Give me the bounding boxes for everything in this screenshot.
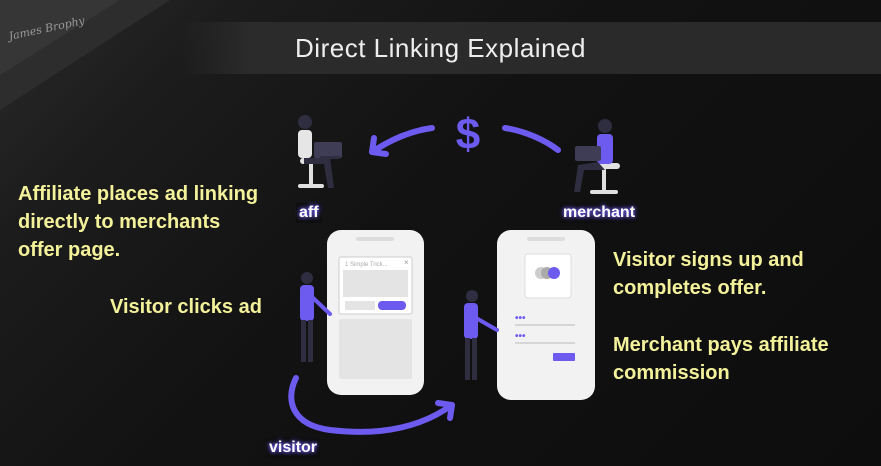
affiliate-caption: Affiliate places ad linking directly to … — [18, 180, 258, 264]
page-title: Direct Linking Explained — [295, 33, 586, 63]
left-phone-icon — [327, 230, 424, 395]
signs-up-caption-line-2: completes offer. — [613, 277, 767, 299]
affiliate-person-icon — [298, 115, 342, 188]
visitor-clicks-caption: Visitor clicks ad — [110, 296, 262, 318]
payment-arrow — [369, 125, 561, 157]
visitor-person-icon — [300, 272, 332, 362]
dollar-icon: $ — [456, 110, 480, 159]
merchant-person-icon — [574, 119, 620, 194]
merchant-label: merchant — [560, 203, 639, 223]
affiliate-caption-line-2: directly to merchants — [18, 211, 221, 233]
corner-stripe-decoration — [0, 0, 170, 110]
signs-up-caption-line-1: Visitor signs up and — [613, 249, 804, 271]
aff-label: aff — [296, 203, 322, 223]
popup-close-icon[interactable]: × — [404, 258, 409, 267]
password-dots-1: ••• — [515, 313, 526, 324]
title-bar — [180, 22, 881, 74]
password-dots-2: ••• — [515, 331, 526, 342]
right-phone-icon — [497, 230, 595, 400]
visitor-signup-person-icon — [464, 290, 499, 380]
visitor-label: visitor — [266, 438, 321, 458]
affiliate-caption-line-3: offer page. — [18, 239, 121, 261]
affiliate-caption-line-1: Affiliate places ad linking — [18, 183, 259, 205]
merchant-pays-caption-line-1: Merchant pays affiliate — [613, 334, 829, 356]
merchant-pays-caption-line-2: commission — [613, 362, 730, 384]
merchant-pays-caption: Merchant pays affiliate commission — [613, 331, 829, 387]
visitor-arrow — [288, 375, 455, 435]
signs-up-caption: Visitor signs up and completes offer. — [613, 246, 804, 302]
popup-ad-headline: 1 Simple Trick... — [345, 262, 388, 268]
